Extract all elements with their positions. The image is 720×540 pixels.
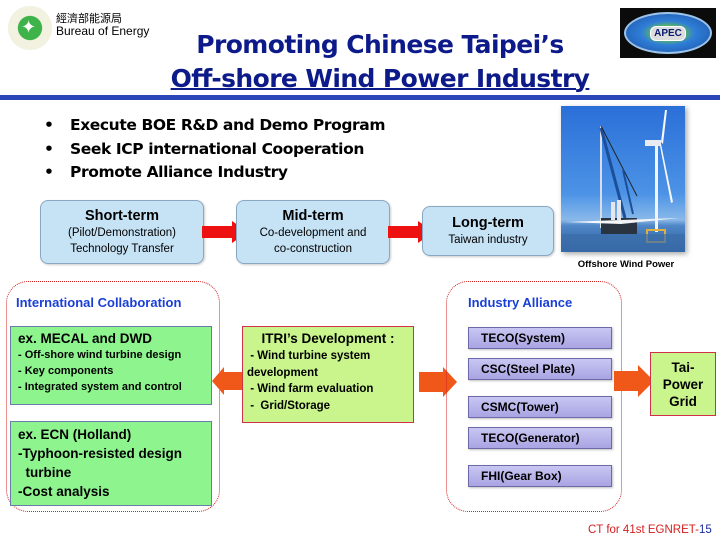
phase-long-term: Long-term Taiwan industry: [422, 206, 554, 256]
alliance-item-fhi-gear-box: FHI(Gear Box): [468, 465, 612, 487]
itri-line: - Grid/Storage: [247, 399, 331, 412]
phase-title: Short-term: [84, 208, 160, 224]
title-divider: [0, 95, 720, 100]
bullet-item: • Promote Alliance Industry: [44, 161, 385, 185]
phase-title: Long-term: [452, 215, 524, 231]
international-collaboration-title: International Collaboration: [16, 295, 182, 310]
itri-development-box: ITRI’s Development : - Wind turbine syst…: [242, 326, 414, 423]
alliance-item-csc-steel-plate: CSC(Steel Plate): [468, 358, 612, 380]
goal-bullet-list: • Execute BOE R&D and Demo Program • Seek …: [44, 114, 385, 185]
page-title: Promoting Chinese Taipei’s Off-shore Win…: [130, 28, 630, 96]
bullet-item: • Seek ICP international Cooperation: [44, 138, 385, 162]
footer-text: CT for 41st EGNRET-: [588, 524, 699, 536]
phase-line: Technology Transfer: [70, 243, 174, 255]
industry-alliance-title: Industry Alliance: [468, 295, 573, 310]
bullet-text: Promote Alliance Industry: [70, 163, 288, 181]
partner-title: ex. MECAL and DWD: [18, 331, 153, 346]
apec-logo-text: APEC: [650, 25, 686, 41]
partner-line: - Integrated system and control: [18, 381, 182, 393]
grid-line: Tai-: [671, 359, 695, 375]
partner-line: -Typhoon-resisted design: [18, 446, 183, 461]
photo-caption: Offshore Wind Power: [577, 259, 675, 270]
mecal-dwd-box: ex. MECAL and DWD - Off-shore wind turbi…: [10, 326, 212, 405]
bureau-of-energy-logo: ✦: [8, 6, 52, 50]
globe-icon: APEC: [624, 12, 712, 54]
apec-logo: APEC: [620, 8, 716, 58]
slide-footer: CT for 41st EGNRET-15: [588, 524, 712, 536]
phase-line: Taiwan industry: [448, 234, 528, 246]
phase-line: Co-development and: [259, 227, 367, 239]
arrow-to-grid-icon: [614, 365, 654, 397]
partner-line: - Off-shore wind turbine design: [18, 349, 182, 361]
grid-line: Grid: [669, 393, 697, 409]
offshore-wind-photo: [561, 106, 685, 252]
title-line-1: Promoting Chinese Taipei’s: [196, 30, 564, 59]
phase-title: Mid-term: [282, 208, 344, 224]
logo-star-icon: ✦: [21, 17, 37, 37]
page-number: 15: [698, 524, 712, 536]
alliance-item-teco-generator: TECO(Generator): [468, 427, 612, 449]
partner-line: turbine: [18, 465, 72, 480]
grid-line: Power: [662, 376, 704, 392]
arrow-right-icon: [419, 367, 457, 397]
org-name-chinese: 經濟部能源局: [56, 12, 122, 25]
itri-title: ITRI’s Development :: [261, 331, 395, 346]
itri-line: - Wind turbine system: [247, 350, 371, 362]
org-name-english: Bureau of Energy: [56, 24, 150, 38]
bullet-item: • Execute BOE R&D and Demo Program: [44, 114, 385, 138]
phase-mid-term: Mid-term Co-development and co-construct…: [236, 200, 390, 264]
international-collaboration-group: [6, 281, 220, 512]
wind-turbine-icon: [561, 110, 685, 252]
bullet-marker: •: [44, 116, 54, 134]
alliance-item-teco-system: TECO(System): [468, 327, 612, 349]
partner-line: - Key components: [18, 365, 114, 377]
partner-line: -Cost analysis: [18, 484, 110, 499]
arrow-left-icon: [212, 367, 250, 395]
itri-line: - Wind farm evaluation: [247, 383, 374, 395]
phase-line: (Pilot/Demonstration): [67, 227, 176, 239]
bullet-marker: •: [44, 139, 54, 158]
bullet-marker: •: [44, 163, 54, 181]
title-line-2: Off-shore Wind Power Industry: [170, 64, 590, 93]
industry-alliance-group: [446, 281, 622, 512]
partner-title: ex. ECN (Holland): [18, 427, 132, 442]
bullet-text: Execute BOE R&D and Demo Program: [70, 116, 386, 134]
alliance-item-csmc-tower: CSMC(Tower): [468, 396, 612, 418]
itri-line: development: [247, 366, 318, 379]
ecn-holland-box: ex. ECN (Holland) -Typhoon-resisted desi…: [10, 421, 212, 506]
phase-line: co-construction: [274, 243, 352, 255]
phase-short-term: Short-term (Pilot/Demonstration) Technol…: [40, 200, 204, 264]
bullet-text: Seek ICP international Cooperation: [70, 139, 364, 158]
taipower-grid-box: Tai- Power Grid: [650, 352, 716, 416]
